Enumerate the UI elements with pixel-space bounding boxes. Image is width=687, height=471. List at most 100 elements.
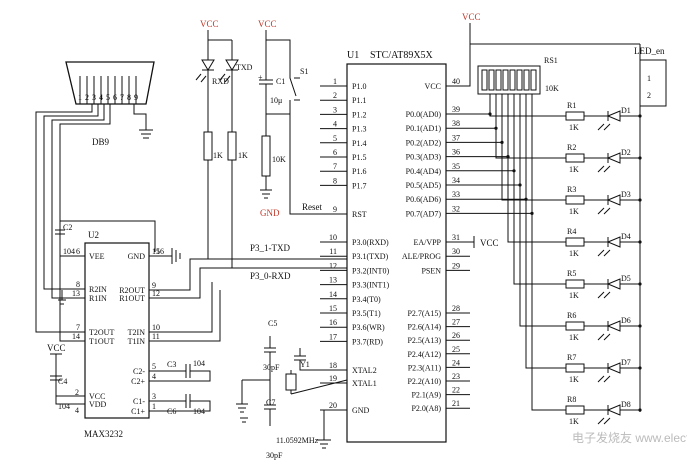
mcu-pin-name: P1.5 bbox=[352, 153, 366, 162]
mcu-pin-name: P1.0 bbox=[352, 82, 366, 91]
label-p3-1-txd: P3_1-TXD bbox=[250, 243, 290, 253]
mcu-pin-name: P3.1(TXD) bbox=[352, 252, 389, 261]
mcu-pin-num: 25 bbox=[452, 345, 460, 354]
mcu-pin-num: 23 bbox=[452, 372, 460, 381]
mcu-pin-name: P3.0(RXD) bbox=[352, 238, 389, 247]
max-ref: U2 bbox=[88, 230, 99, 240]
led-resistor-ref: R4 bbox=[567, 227, 576, 236]
led-resistor bbox=[565, 279, 585, 289]
led-resistor-ref: R7 bbox=[567, 353, 576, 362]
led-feed-line bbox=[525, 94, 566, 369]
led-resistor-val: 1K bbox=[569, 333, 579, 342]
max-pin-num: 8 bbox=[76, 280, 80, 289]
mcu-pin-name: RST bbox=[352, 210, 367, 219]
rs1-element bbox=[509, 69, 516, 91]
rs1-element bbox=[530, 69, 537, 91]
db9-pin-num: 2 bbox=[85, 93, 89, 102]
max-pin-name: R2IN bbox=[89, 285, 107, 294]
led-rays bbox=[597, 375, 611, 383]
mcu-pin-name: P3.7(RD) bbox=[352, 337, 383, 346]
mcu-pin-name: XTAL1 bbox=[352, 379, 377, 388]
mcu-part: STC/AT89X5X bbox=[370, 50, 434, 61]
led-resistor-val: 1K bbox=[569, 375, 579, 384]
mcu-pin-num: 40 bbox=[452, 77, 460, 86]
led-resistor-ref: R2 bbox=[567, 143, 576, 152]
max-pin-num: 4 bbox=[152, 372, 156, 381]
reset-circuit: VCC C1 10μ + S1 10K GND Reset bbox=[258, 19, 347, 218]
cap-c6: C6 104 bbox=[149, 394, 211, 416]
max-pin-num: 1 bbox=[152, 402, 156, 411]
mcu-pin-num: 4 bbox=[333, 120, 337, 129]
ea-vcc-label: VCC bbox=[480, 238, 499, 248]
max-pin-name: T2OUT bbox=[89, 328, 114, 337]
max-pin-num: 9 bbox=[152, 281, 156, 290]
led-feed-line bbox=[495, 94, 566, 159]
max-pin-num: 5 bbox=[152, 362, 156, 371]
crystal-y1 bbox=[285, 373, 297, 391]
svg-text:TXD: TXD bbox=[236, 63, 253, 72]
max-pin-num: 3 bbox=[152, 392, 156, 401]
led-rays bbox=[597, 123, 611, 131]
mcu-pin-num: 30 bbox=[452, 247, 460, 256]
mcu-pin-num: 33 bbox=[452, 190, 460, 199]
led-resistor bbox=[565, 237, 585, 247]
led-rays bbox=[597, 417, 611, 425]
led-rays bbox=[597, 249, 611, 257]
led-ref: D7 bbox=[621, 358, 631, 367]
led-resistor-ref: R6 bbox=[567, 311, 576, 320]
svg-text:11.0592MHz: 11.0592MHz bbox=[276, 436, 319, 445]
led-resistor-val: 1K bbox=[569, 123, 579, 132]
db9-wire-r2in bbox=[43, 104, 99, 290]
mcu-pin-num: 8 bbox=[333, 176, 337, 185]
watermark: 电子发烧友 www.elecfans.com bbox=[572, 430, 687, 445]
mcu-pin-name: P0.6(AD6) bbox=[406, 195, 442, 204]
mcu-pin-name: GND bbox=[352, 406, 370, 415]
max-pin-name: C1- bbox=[133, 397, 145, 406]
svg-text:Reset: Reset bbox=[302, 202, 322, 212]
max-pin-name: C1+ bbox=[131, 407, 145, 416]
max-pin4: 4 bbox=[75, 406, 79, 415]
svg-text:RS1: RS1 bbox=[544, 56, 558, 65]
mcu-pin-num: 34 bbox=[452, 176, 460, 185]
led-txd bbox=[225, 59, 239, 132]
mcu-pin-name: P2.4(A12) bbox=[407, 350, 441, 359]
mcu-right-pins: 40VCC39P0.0(AD0)38P0.1(AD1)37P0.2(AD2)36… bbox=[402, 77, 470, 413]
svg-text:1K: 1K bbox=[213, 151, 223, 160]
mcu-pin-num: 16 bbox=[329, 318, 337, 327]
mcu-left-pins: 1P1.02P1.13P1.24P1.35P1.46P1.57P1.68P1.7… bbox=[320, 77, 389, 415]
mcu-pin-name: P0.3(AD3) bbox=[406, 153, 442, 162]
mcu-pin-name: P2.5(A13) bbox=[407, 336, 441, 345]
db9-pin-num: 1 bbox=[78, 93, 82, 102]
mcu-pin-name: P0.2(AD2) bbox=[406, 138, 442, 147]
led-diode bbox=[584, 362, 640, 374]
max-body bbox=[84, 242, 150, 419]
mcu-pin-name: P0.5(AD5) bbox=[406, 181, 442, 190]
led-rxd bbox=[201, 59, 215, 132]
mcu-pin-num: 12 bbox=[329, 261, 337, 270]
mcu-pin-num: 32 bbox=[452, 204, 460, 213]
led-ref: D4 bbox=[621, 232, 631, 241]
rs1-element bbox=[481, 69, 488, 91]
svg-text:Y1: Y1 bbox=[300, 360, 310, 369]
wire-t1in bbox=[149, 290, 221, 342]
mcu-pin-name: P1.2 bbox=[352, 110, 366, 119]
db9-wire-r1in bbox=[51, 104, 105, 299]
mcu-pin-name: P2.6(A14) bbox=[407, 323, 441, 332]
svg-text:GND: GND bbox=[260, 208, 280, 218]
svg-text:104: 104 bbox=[63, 247, 75, 256]
svg-text:+: + bbox=[258, 73, 263, 82]
svg-text:VCC: VCC bbox=[258, 19, 277, 29]
mcu-pin-name: P3.6(WR) bbox=[352, 323, 385, 332]
cap-c1 bbox=[259, 40, 273, 110]
max-pin-name: R1OUT bbox=[119, 294, 145, 303]
max3232-u2: U2 MAX3232 6VEE8R2IN13R1IN7T2OUT14T1OUTV… bbox=[68, 230, 164, 439]
max-pin-num: 13 bbox=[72, 289, 80, 298]
mcu-pin-num: 39 bbox=[452, 105, 460, 114]
led-resistor bbox=[565, 111, 585, 121]
max-pin-num: 6 bbox=[76, 247, 80, 256]
mcu-pin-name: VCC bbox=[425, 82, 441, 91]
label-p3-0-rxd: P3_0-RXD bbox=[250, 271, 291, 281]
led-rays bbox=[597, 291, 611, 299]
